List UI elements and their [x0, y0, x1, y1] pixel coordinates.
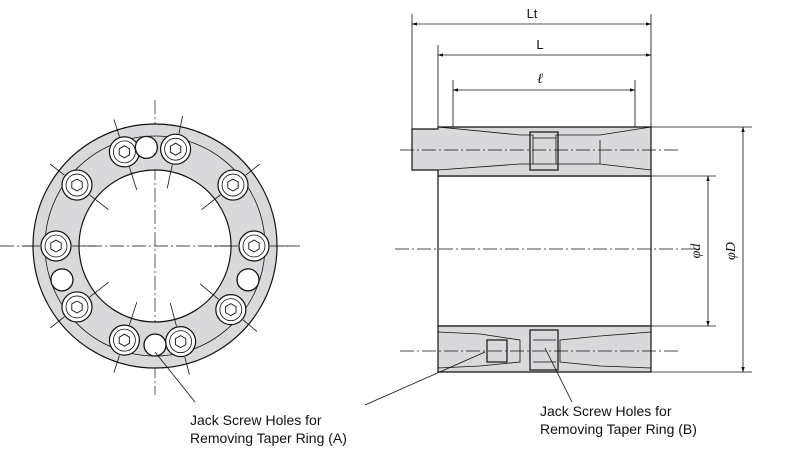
bolt-head: [159, 115, 192, 189]
dim-label-lt: Lt: [527, 6, 538, 21]
bolt-leader-tick: [245, 163, 261, 176]
bolt-leader-tick: [49, 163, 65, 176]
bolt-leader-tick: [113, 119, 120, 137]
callout-b-line1: Jack Screw Holes for: [540, 403, 672, 419]
bolt-inner-tick: [128, 301, 138, 326]
bolt-inner-tick: [201, 194, 221, 210]
side-top-jack-hole: [529, 131, 559, 171]
bolt-head: [199, 283, 258, 332]
dim-label-l: L: [536, 37, 543, 52]
side-bottom-ring: [437, 325, 652, 373]
bolt-head: [201, 163, 261, 210]
callout-a: Jack Screw Holes for Removing Taper Ring…: [154, 351, 486, 446]
bolt-head: [108, 301, 141, 373]
bolt-inner-tick: [199, 283, 219, 300]
bolt-inner-tick: [166, 164, 173, 189]
side-bottom-jack-hole-b: [529, 329, 559, 371]
dim-label-bore: φd: [689, 243, 704, 259]
bolt-inner-tick: [89, 194, 109, 210]
callout-a-line1: Jack Screw Holes for: [190, 412, 322, 428]
bolt-inner-tick: [89, 282, 109, 298]
bolt-leader-tick: [242, 319, 258, 332]
callout-b-leader: [544, 347, 573, 403]
bolt-head: [214, 230, 288, 262]
dim-label-outer: φD: [724, 242, 739, 260]
callout-a-line2: Removing Taper Ring (A): [190, 430, 347, 446]
front-jack-hole-group: [50, 135, 260, 357]
dim-label-inner: ℓ: [537, 72, 543, 87]
bolt-leader-tick: [184, 356, 190, 375]
bolt-head: [49, 163, 109, 210]
jack-screw-hole: [143, 333, 167, 357]
front-view: [0, 100, 300, 395]
bolt-head: [22, 230, 96, 262]
bolt-leader-tick: [113, 355, 120, 373]
bolt-inner-tick: [128, 166, 138, 191]
bolt-head: [49, 282, 109, 329]
callout-a-leader-front: [154, 351, 196, 403]
callout-b-line2: Removing Taper Ring (B): [540, 421, 697, 437]
side-view: Lt L ℓ φd φD: [395, 6, 752, 373]
side-bore-body: [437, 175, 652, 327]
callout-a-leader-side: [364, 351, 486, 406]
side-top-ring: [411, 126, 652, 177]
jack-screw-hole: [50, 268, 74, 292]
jack-screw-hole: [236, 268, 260, 292]
bolt-inner-tick: [169, 302, 177, 327]
jack-screw-hole: [134, 135, 159, 160]
side-top-taper-left: [437, 126, 534, 171]
bolt-leader-tick: [49, 316, 65, 329]
bolt-leader-tick: [178, 115, 184, 134]
side-top-taper-right: [555, 126, 652, 171]
callout-b: Jack Screw Holes for Removing Taper Ring…: [540, 347, 697, 437]
